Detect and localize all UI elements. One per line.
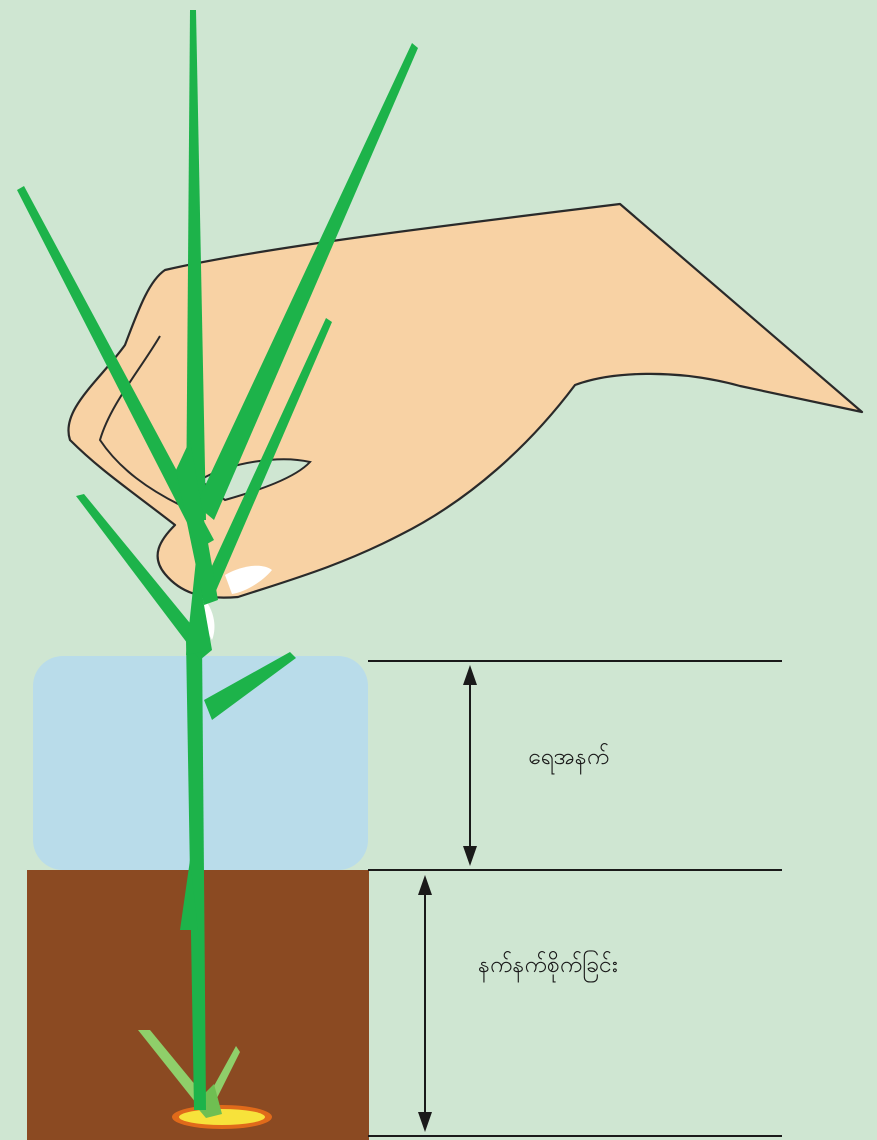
planting-depth-label: နက်နက်စိုက်ခြင်း	[478, 950, 618, 984]
water-depth-label: ရေအနက်	[528, 742, 609, 776]
seed-icon	[172, 1105, 272, 1129]
